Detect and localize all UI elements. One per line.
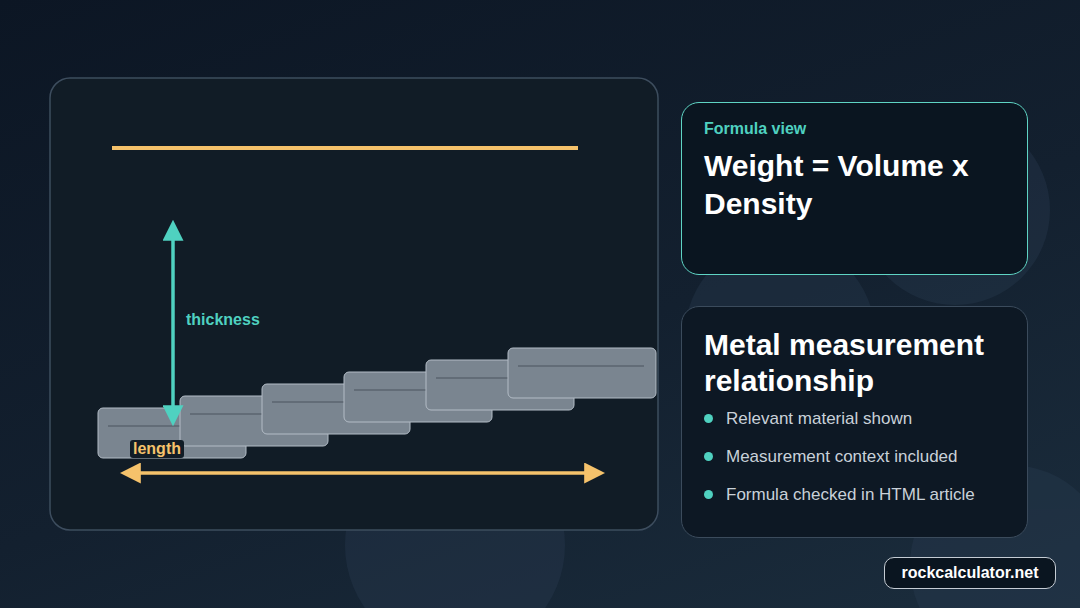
card-kicker: Formula view: [704, 119, 1005, 139]
bullet-dot: [704, 414, 713, 423]
top-surface-line: [112, 146, 578, 150]
dimension-label: length: [130, 440, 184, 458]
card-heading: Metal measurement relationship: [704, 327, 1005, 399]
dimension-label: thickness: [186, 311, 260, 329]
metal-plates: [98, 348, 656, 458]
metal-plate: [508, 348, 656, 398]
info-card: Metal measurement relationshipRelevant m…: [681, 306, 1028, 538]
bullet-item: Formula checked in HTML article: [704, 485, 1005, 505]
bullet-dot: [704, 490, 713, 499]
illustration-panel: [50, 78, 658, 530]
bullet-item: Relevant material shown: [704, 409, 1005, 429]
site-badge: rockcalculator.net: [884, 557, 1056, 589]
bullet-dot: [704, 452, 713, 461]
thickness-arrow: [171, 224, 175, 422]
site-name: rockcalculator.net: [895, 563, 1045, 583]
bullet-item: Measurement context included: [704, 447, 1005, 467]
formula-text: Weight = Volume x Density: [704, 147, 1005, 223]
length-arrow: [124, 471, 601, 475]
formula-card: Formula viewWeight = Volume x Density: [681, 102, 1028, 275]
plate-edge-line: [518, 365, 644, 366]
